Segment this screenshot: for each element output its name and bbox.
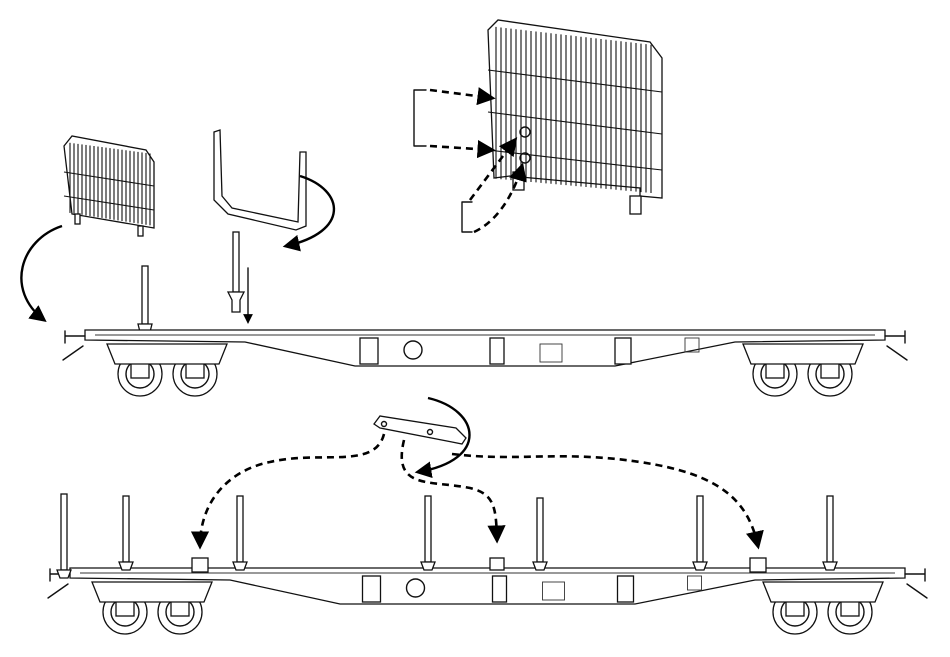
lower-flat-wagon	[48, 568, 927, 634]
frame-plate	[618, 576, 634, 602]
stake-foot	[119, 562, 133, 570]
dashed-arrow	[402, 440, 497, 540]
frame-plate	[615, 338, 631, 364]
stake-pin	[138, 266, 152, 340]
bogie-frame	[107, 344, 227, 364]
bogie-frame	[743, 344, 863, 364]
upper-flat-wagon	[63, 330, 907, 396]
small-end-gate	[64, 136, 154, 236]
dashed-arrow	[430, 146, 492, 150]
curved-arrow	[286, 176, 334, 246]
stake	[123, 496, 129, 562]
bogie-frame	[763, 582, 883, 602]
buffer	[905, 569, 927, 598]
stake	[697, 496, 703, 562]
stake-pin	[228, 232, 244, 312]
stake	[237, 496, 243, 562]
u-stanchion	[214, 130, 306, 230]
grab-handle	[414, 90, 472, 232]
bogie-frame	[92, 582, 212, 602]
stake-foot	[233, 562, 247, 570]
stake-foot	[693, 562, 707, 570]
curved-arrow	[21, 226, 62, 320]
stake-foot	[533, 562, 547, 570]
small-gate-mesh-bars	[70, 143, 150, 226]
frame-plate	[363, 576, 381, 602]
dashed-arrow	[430, 90, 492, 98]
dashed-arrow	[200, 434, 384, 546]
frame-plate	[360, 338, 378, 364]
buffer	[63, 331, 85, 360]
frame-plate	[490, 338, 504, 364]
lower-stakes	[57, 494, 837, 578]
buffer	[885, 331, 907, 360]
frame-plate	[493, 576, 507, 602]
stake-foot	[57, 570, 71, 578]
stake	[61, 494, 67, 570]
stake-foot	[823, 562, 837, 570]
stake	[827, 496, 833, 562]
stake	[537, 498, 543, 562]
stake-foot	[421, 562, 435, 570]
container-twistlock-bar	[374, 416, 466, 444]
stake	[425, 496, 431, 562]
